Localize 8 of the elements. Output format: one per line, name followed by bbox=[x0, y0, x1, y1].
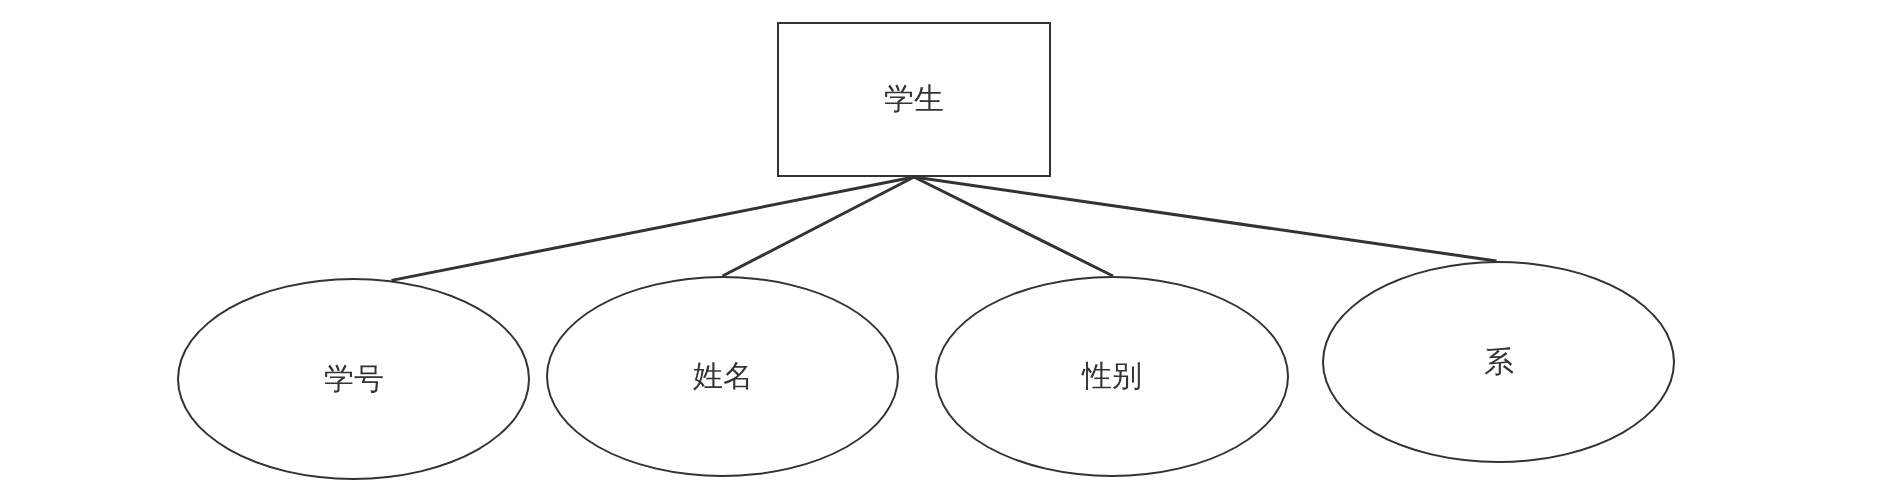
connector-line bbox=[721, 175, 915, 278]
node-label: 姓名 bbox=[692, 357, 753, 395]
entity-box bbox=[777, 22, 1051, 177]
node-label: 系 bbox=[1483, 342, 1514, 381]
node-label: 学号 bbox=[323, 359, 384, 398]
node-label: 性别 bbox=[1082, 357, 1142, 395]
connector-line bbox=[913, 175, 1497, 263]
node-label: 学生 bbox=[884, 80, 944, 118]
